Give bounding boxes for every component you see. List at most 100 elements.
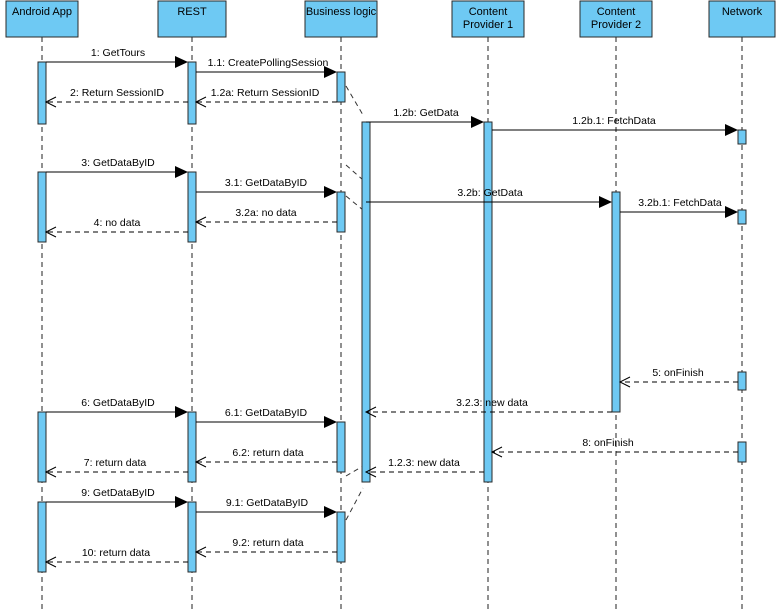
- activation-business: [336, 421, 346, 473]
- participant-label: REST: [177, 6, 207, 18]
- message: 6.2: return data: [194, 447, 337, 468]
- participant-label: Content: [469, 6, 508, 18]
- message: 1.2.3: new data: [364, 457, 484, 478]
- message-label: 6.1: GetDataByID: [225, 407, 308, 419]
- filled-arrowhead: [175, 56, 188, 68]
- activation-connector: [345, 164, 364, 181]
- message: 3.1: GetDataByID: [196, 177, 337, 198]
- message-label: 9.1: GetDataByID: [226, 497, 309, 509]
- open-arrowhead: [490, 446, 503, 458]
- activation-rest: [187, 171, 197, 243]
- open-arrowhead: [44, 466, 57, 478]
- message: 9.1: GetDataByID: [196, 497, 337, 518]
- message-label: 5: onFinish: [652, 367, 704, 379]
- message-label: 7: return data: [84, 457, 147, 469]
- open-arrowhead: [194, 546, 207, 558]
- activation-android: [37, 411, 47, 483]
- message-label: 3.2b.1: FetchData: [638, 197, 722, 209]
- activation-cp2: [611, 191, 621, 413]
- filled-arrowhead: [175, 496, 188, 508]
- filled-arrowhead: [725, 124, 738, 136]
- message: 1.2b.1: FetchData: [492, 115, 738, 136]
- message: 2: Return SessionID: [44, 87, 188, 108]
- message: 6: GetDataByID: [46, 397, 188, 418]
- message-label: 8: onFinish: [582, 437, 634, 449]
- message-label: 6.2: return data: [232, 447, 303, 459]
- message-label: 3.2a: no data: [235, 207, 296, 219]
- message: 1.2b: GetData: [366, 107, 484, 128]
- activation-connector: [345, 487, 364, 521]
- message-label: 3.2b: GetData: [457, 187, 523, 199]
- activation-connector: [345, 195, 364, 211]
- message-label: 3: GetDataByID: [81, 157, 155, 169]
- filled-arrowhead: [324, 416, 337, 428]
- open-arrowhead: [194, 456, 207, 468]
- participant-label: Provider 2: [591, 19, 641, 31]
- activation-cp1: [483, 121, 493, 483]
- message: 3: GetDataByID: [46, 157, 188, 178]
- message-label: 9: GetDataByID: [81, 487, 155, 499]
- message-label: 2: Return SessionID: [70, 87, 164, 99]
- participant-box: [304, 0, 378, 38]
- message: 1.1: CreatePollingSession: [196, 57, 337, 78]
- activation-android: [37, 61, 47, 125]
- activation-business: [336, 71, 346, 103]
- message-label: 1.2a: Return SessionID: [211, 87, 320, 99]
- message: 7: return data: [44, 457, 188, 478]
- open-arrowhead: [194, 216, 207, 228]
- activation-business-worker: [361, 121, 371, 483]
- message: 6.1: GetDataByID: [196, 407, 337, 428]
- activation-network: [737, 129, 747, 145]
- participant-label: Android App: [12, 6, 72, 18]
- participant-network: Network: [708, 0, 776, 38]
- filled-arrowhead: [324, 186, 337, 198]
- open-arrowhead: [44, 226, 57, 238]
- activation-rest: [187, 501, 197, 573]
- message: 4: no data: [44, 217, 188, 238]
- activation-network: [737, 371, 747, 391]
- participant-business: Business logic: [304, 0, 378, 38]
- open-arrowhead: [44, 556, 57, 568]
- open-arrowhead: [618, 376, 631, 388]
- filled-arrowhead: [175, 406, 188, 418]
- message-label: 1: GetTours: [91, 47, 145, 59]
- participant-label: Business logic: [306, 6, 377, 18]
- message-label: 1.1: CreatePollingSession: [208, 57, 329, 69]
- participant-box: [157, 0, 227, 38]
- message: 1: GetTours: [46, 47, 188, 68]
- activation-connector: [345, 465, 364, 477]
- filled-arrowhead: [175, 166, 188, 178]
- message-label: 1.2b.1: FetchData: [572, 115, 656, 127]
- activation-network: [737, 209, 747, 225]
- participant-label: Provider 1: [463, 19, 513, 31]
- message-label: 9.2: return data: [232, 537, 303, 549]
- message-label: 3.1: GetDataByID: [225, 177, 308, 189]
- participant-label: Network: [722, 6, 763, 18]
- participant-box: [451, 0, 525, 38]
- activation-bars: [37, 61, 747, 573]
- participant-android: Android App: [5, 0, 79, 38]
- activation-business: [336, 191, 346, 233]
- activation-rest: [187, 411, 197, 483]
- filled-arrowhead: [725, 206, 738, 218]
- open-arrowhead: [364, 466, 377, 478]
- message: 8: onFinish: [490, 437, 738, 458]
- open-arrowhead: [44, 96, 57, 108]
- participant-box: [5, 0, 79, 38]
- message: 10: return data: [44, 547, 188, 568]
- filled-arrowhead: [599, 196, 612, 208]
- message: 3.2a: no data: [194, 207, 337, 228]
- activation-network: [737, 441, 747, 463]
- activation-connectors: [345, 85, 364, 521]
- message: 1.2a: Return SessionID: [194, 87, 337, 108]
- message: 3.2b.1: FetchData: [620, 197, 738, 218]
- open-arrowhead: [194, 96, 207, 108]
- message-label: 3.2.3: new data: [456, 397, 528, 409]
- activation-business: [336, 511, 346, 563]
- message-label: 4: no data: [94, 217, 141, 229]
- participant-rest: REST: [157, 0, 227, 38]
- message-label: 10: return data: [82, 547, 150, 559]
- message: 3.2.3: new data: [364, 397, 612, 418]
